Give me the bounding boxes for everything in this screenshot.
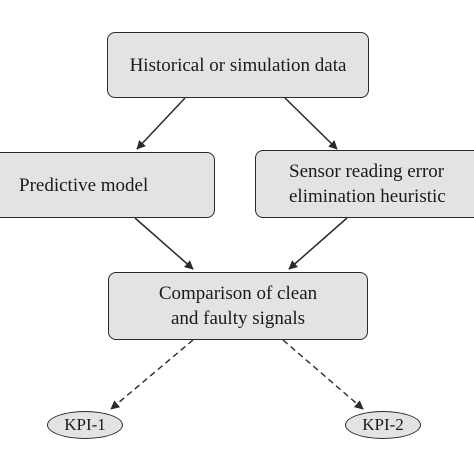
node-sensor-heuristic: Sensor reading error elimination heurist… <box>255 150 474 218</box>
edge-sensor-to-comparison <box>288 217 348 270</box>
node-historical-data: Historical or simulation data <box>107 32 369 98</box>
node-sensor-label-line1: Sensor reading error <box>289 161 445 182</box>
node-kpi-1-label: KPI-1 <box>64 415 106 434</box>
node-sensor-label-line2: elimination heuristic <box>289 186 446 207</box>
node-comparison-label-line2: and faulty signals <box>170 308 306 329</box>
node-predictive-model: Predictive model <box>0 152 215 218</box>
node-kpi-1: KPI-1 <box>47 411 123 439</box>
edge-comparison-to-kpi2 <box>282 339 364 410</box>
node-kpi-2: KPI-2 <box>345 411 421 439</box>
node-historical-label: Historical or simulation data <box>129 54 347 76</box>
edge-comparison-to-kpi1 <box>110 339 194 410</box>
edge-historical-to-predictive <box>136 97 186 150</box>
edge-predictive-to-comparison <box>134 217 194 270</box>
node-kpi-2-label: KPI-2 <box>362 415 404 434</box>
node-comparison: Comparison of clean and faulty signals <box>108 272 368 340</box>
node-predictive-label: Predictive model <box>19 174 149 196</box>
node-comparison-label-line1: Comparison of clean <box>158 283 318 304</box>
edge-historical-to-sensor <box>284 97 338 150</box>
